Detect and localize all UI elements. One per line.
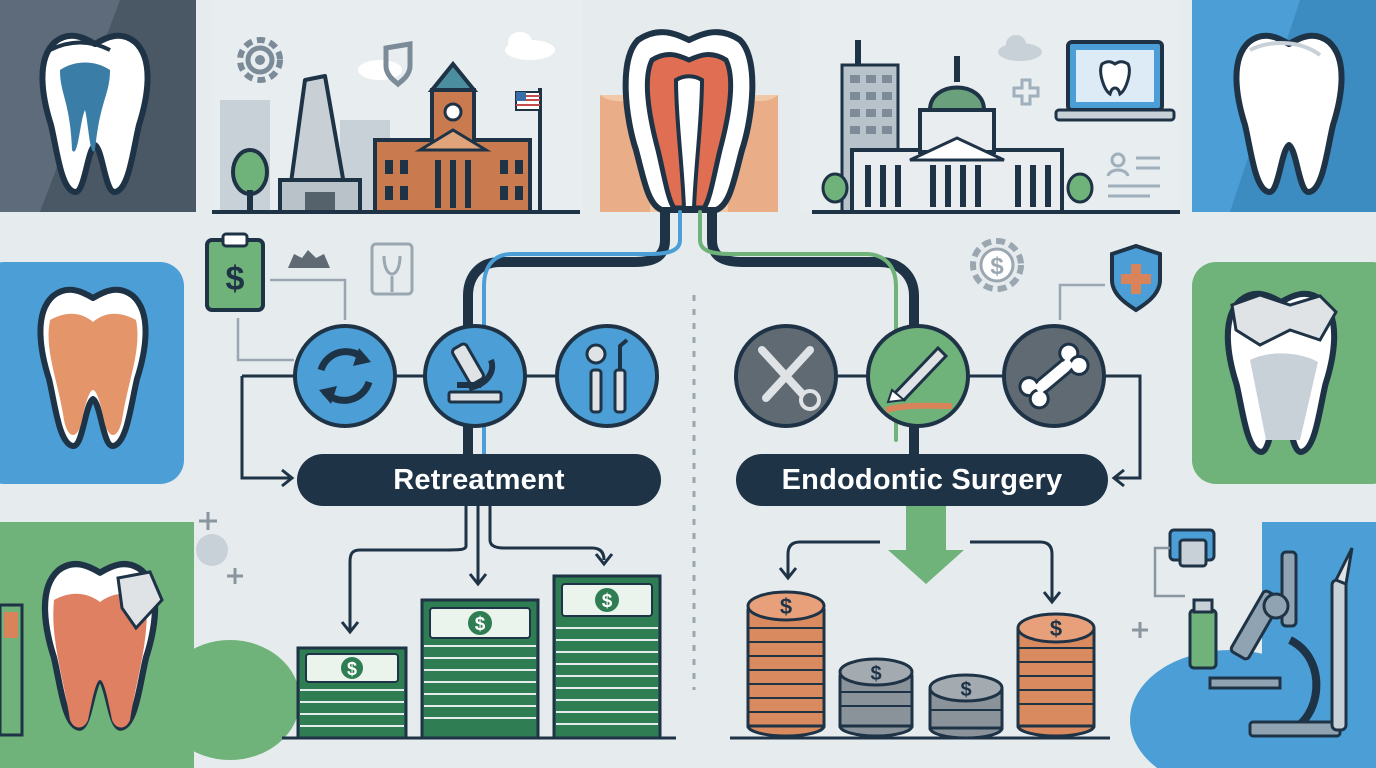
flag-icon — [515, 88, 542, 212]
bottom-left-tooth-panel — [0, 512, 300, 768]
cash-stack-large: $ — [552, 574, 662, 740]
bottom-right-lab-panel — [1130, 522, 1376, 768]
svg-text:$: $ — [960, 679, 971, 701]
svg-text:$: $ — [226, 260, 245, 298]
vial-icon — [1188, 598, 1218, 670]
left-middle-tooth-panel — [0, 262, 184, 484]
top-left-tooth-panel — [0, 0, 196, 212]
coin-stack-gray-medium: $ — [838, 657, 914, 738]
dental-tools-icon — [555, 324, 659, 428]
svg-text:$: $ — [1050, 616, 1062, 641]
svg-text:$: $ — [602, 591, 613, 612]
retreatment-label: Retreatment — [297, 454, 661, 506]
shield-plus-icon — [1110, 243, 1162, 313]
gear-small-icon — [288, 250, 330, 268]
city-landmarks-right — [800, 0, 1180, 214]
cloud-icon — [358, 32, 555, 80]
cloud-icon-right — [998, 35, 1042, 61]
monument-icon — [278, 74, 362, 214]
central-tooth-cross-section — [600, 29, 778, 213]
dollar-gear-icon: $ — [970, 238, 1024, 292]
clipboard-dollar-icon: $ — [205, 232, 265, 312]
coin-stack-tall: $ — [746, 590, 826, 738]
sparkle-plus-icon — [199, 512, 243, 584]
coin-stack-orange-medium: $ — [1016, 612, 1096, 738]
root-pathways — [463, 207, 919, 475]
tree-icon — [231, 148, 269, 212]
retreatment-connectors — [236, 278, 556, 488]
cash-stack-medium: $ — [420, 598, 540, 740]
shield-outline-icon — [383, 41, 413, 88]
lab-microscope-icon — [1208, 550, 1342, 738]
scalpel-icon — [866, 324, 970, 428]
city-landmarks-left — [212, 0, 582, 214]
document-stack-icon — [1168, 528, 1216, 568]
svg-text:$: $ — [475, 614, 486, 635]
surgery-cost-arrows — [778, 506, 1062, 605]
microscope-icon — [423, 324, 527, 428]
tree-icon-right — [821, 172, 1094, 204]
cash-stack-small: $ — [296, 646, 408, 740]
endodontic-surgery-label: Endodontic Surgery — [736, 454, 1108, 506]
surgical-blade-icon — [1330, 547, 1354, 732]
surgery-connectors — [838, 283, 1142, 488]
svg-text:$: $ — [780, 594, 792, 619]
xray-stethoscope-icon — [370, 242, 414, 296]
laptop-dental-icon — [1054, 40, 1176, 122]
bone-graft-icon — [1002, 324, 1106, 428]
dollar-sign-icon: $ — [347, 659, 357, 679]
scissors-forceps-icon — [734, 324, 838, 428]
courthouse-icon — [373, 60, 532, 214]
right-middle-tooth-panel — [1192, 262, 1376, 484]
svg-text:$: $ — [990, 253, 1004, 280]
top-right-tooth-panel — [1192, 0, 1376, 212]
id-card-icon — [1106, 152, 1160, 198]
gear-icon — [237, 37, 283, 83]
svg-text:$: $ — [870, 663, 881, 685]
retreatment-cost-arrows — [340, 506, 614, 635]
plus-outline-icon — [1012, 78, 1040, 106]
coin-stack-gray-small: $ — [928, 673, 1004, 740]
refresh-cycle-icon — [293, 324, 397, 428]
capitol-building-icon — [850, 56, 1064, 214]
